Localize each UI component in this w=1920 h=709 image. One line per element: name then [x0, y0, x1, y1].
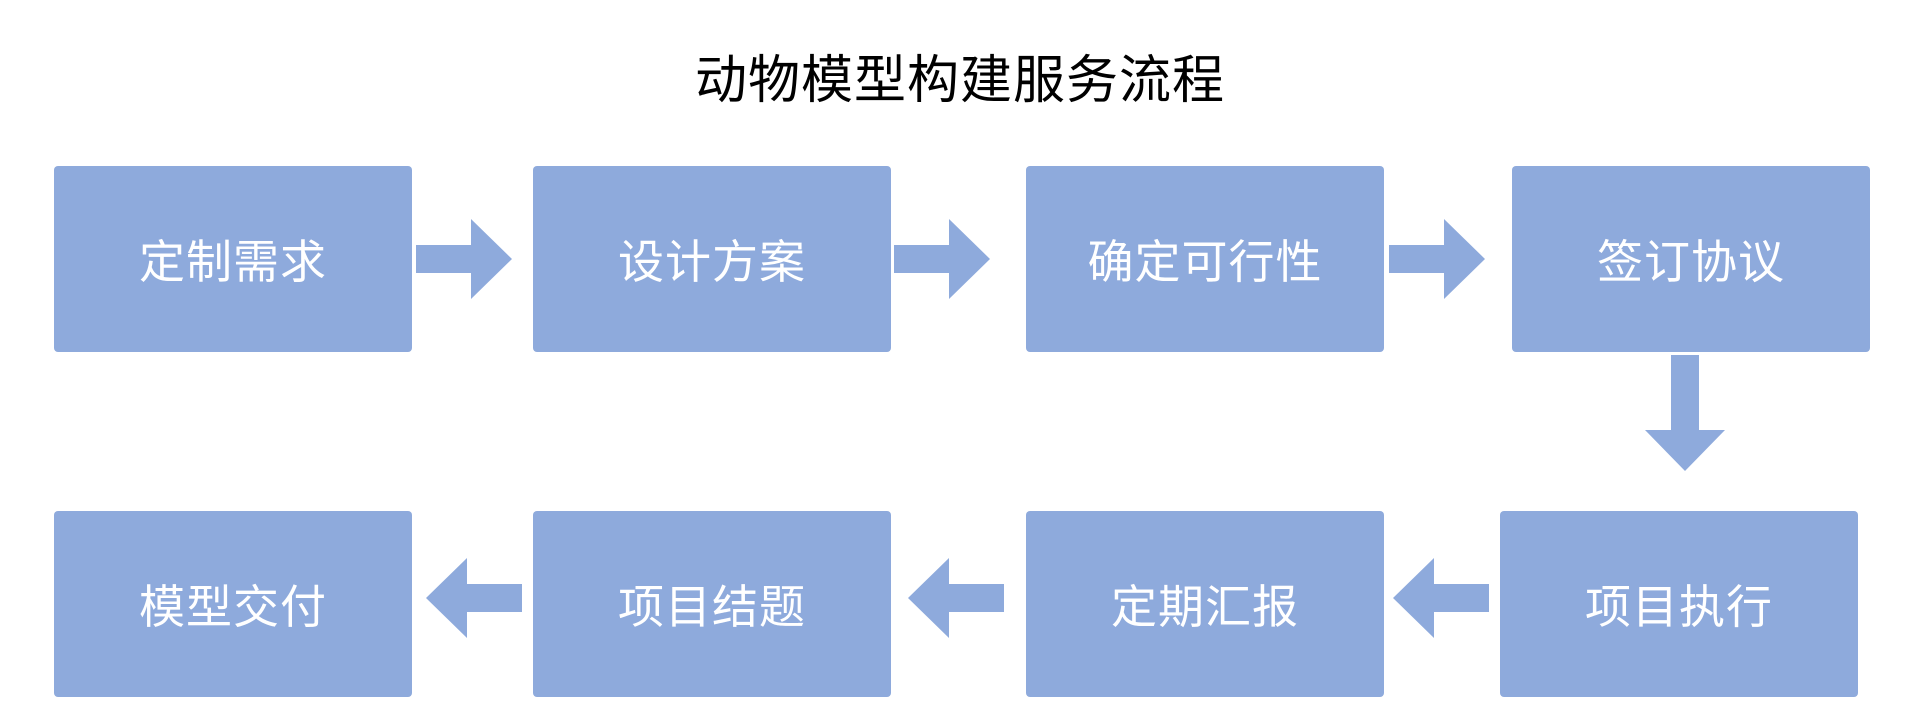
step-box-periodic-report: 定期汇报 [1026, 511, 1384, 697]
step-box-custom-requirements: 定制需求 [54, 166, 412, 352]
step-box-design-plan: 设计方案 [533, 166, 891, 352]
arrow-right-icon [1389, 219, 1485, 299]
step-box-project-execution: 项目执行 [1500, 511, 1858, 697]
arrow-left-icon [426, 558, 522, 638]
step-box-sign-agreement: 签订协议 [1512, 166, 1870, 352]
arrow-left-icon [908, 558, 1004, 638]
arrow-left-icon [1393, 558, 1489, 638]
arrow-down-icon [1645, 355, 1725, 471]
arrow-right-icon [416, 219, 512, 299]
diagram-title: 动物模型构建服务流程 [694, 51, 1225, 111]
arrow-right-icon [894, 219, 990, 299]
step-box-project-closure: 项目结题 [533, 511, 891, 697]
step-box-feasibility: 确定可行性 [1026, 166, 1384, 352]
step-box-model-delivery: 模型交付 [54, 511, 412, 697]
